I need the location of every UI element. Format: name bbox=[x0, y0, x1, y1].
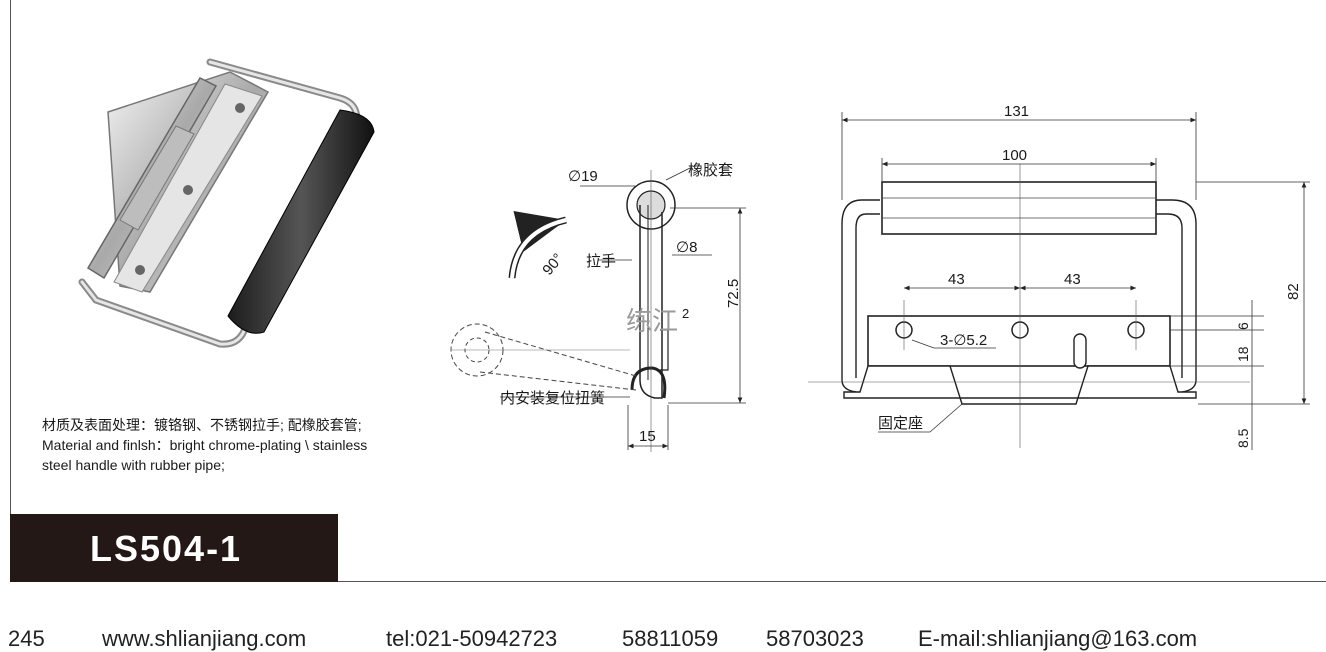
frame-left-border bbox=[10, 0, 11, 582]
rubber-sleeve-label: 橡胶套 bbox=[688, 162, 733, 179]
spec-line-cn: 材质及表面处理：镀铬钢、不锈钢拉手; 配橡胶套管; bbox=[42, 417, 362, 433]
side-width-label: 15 bbox=[639, 428, 656, 445]
grip-width-label: 100 bbox=[1002, 147, 1027, 164]
side-view: ∅19 橡胶套 90° 拉手 ∅8 72.5 练江 2 内安装复位扭簧 15 bbox=[450, 162, 746, 452]
telephone-3: 58703023 bbox=[766, 626, 864, 651]
dim-6-label: 6 bbox=[1235, 322, 1251, 330]
overall-width-label: 131 bbox=[1004, 103, 1029, 120]
email-link[interactable]: E-mail:shlianjiang@163.com bbox=[918, 626, 1198, 651]
telephone-2: 58811059 bbox=[622, 626, 719, 651]
frame-bottom-border bbox=[10, 581, 1326, 582]
watermark-superscript: 2 bbox=[682, 306, 689, 321]
watermark: 练江 bbox=[626, 307, 678, 337]
product-photo bbox=[78, 58, 375, 348]
hole-spacing-right-label: 43 bbox=[1064, 271, 1081, 288]
dim-18-label: 18 bbox=[1235, 346, 1251, 362]
hole-spacing-left-label: 43 bbox=[948, 271, 965, 288]
footer: 245 www.shlianjiang.com tel:021-50942723… bbox=[0, 618, 1326, 651]
angle-label: 90° bbox=[539, 250, 567, 278]
holes-label: 3-∅5.2 bbox=[940, 332, 987, 349]
spec-line-en-1: Material and finlsh：bright chrome-platin… bbox=[42, 437, 368, 453]
handle-label: 拉手 bbox=[586, 253, 616, 270]
dia-mid-label: ∅8 bbox=[676, 239, 697, 256]
website-link[interactable]: www.shlianjiang.com bbox=[102, 626, 307, 651]
dia-top-label: ∅19 bbox=[568, 168, 598, 185]
material-spec: 材质及表面处理：镀铬钢、不锈钢拉手; 配橡胶套管; Material and f… bbox=[42, 415, 462, 475]
technical-drawing: ∅19 橡胶套 90° 拉手 ∅8 72.5 练江 2 内安装复位扭簧 15 bbox=[78, 58, 1310, 452]
model-number: LS504-1 bbox=[90, 528, 243, 569]
spec-line-en-2: steel handle with rubber pipe; bbox=[42, 457, 225, 473]
telephone: tel:021-50942723 bbox=[386, 626, 558, 651]
model-banner: LS504-1 bbox=[10, 514, 338, 582]
base-label: 固定座 bbox=[878, 415, 923, 432]
spring-label: 内安装复位扭簧 bbox=[500, 389, 605, 407]
side-height-label: 72.5 bbox=[725, 279, 742, 308]
page-number: 245 bbox=[8, 626, 45, 651]
dim-8-5-label: 8.5 bbox=[1235, 428, 1251, 448]
front-view: 131 100 43 43 3-∅5.2 82 6 18 8.5 固定座 bbox=[808, 103, 1310, 450]
front-height-label: 82 bbox=[1285, 283, 1302, 300]
